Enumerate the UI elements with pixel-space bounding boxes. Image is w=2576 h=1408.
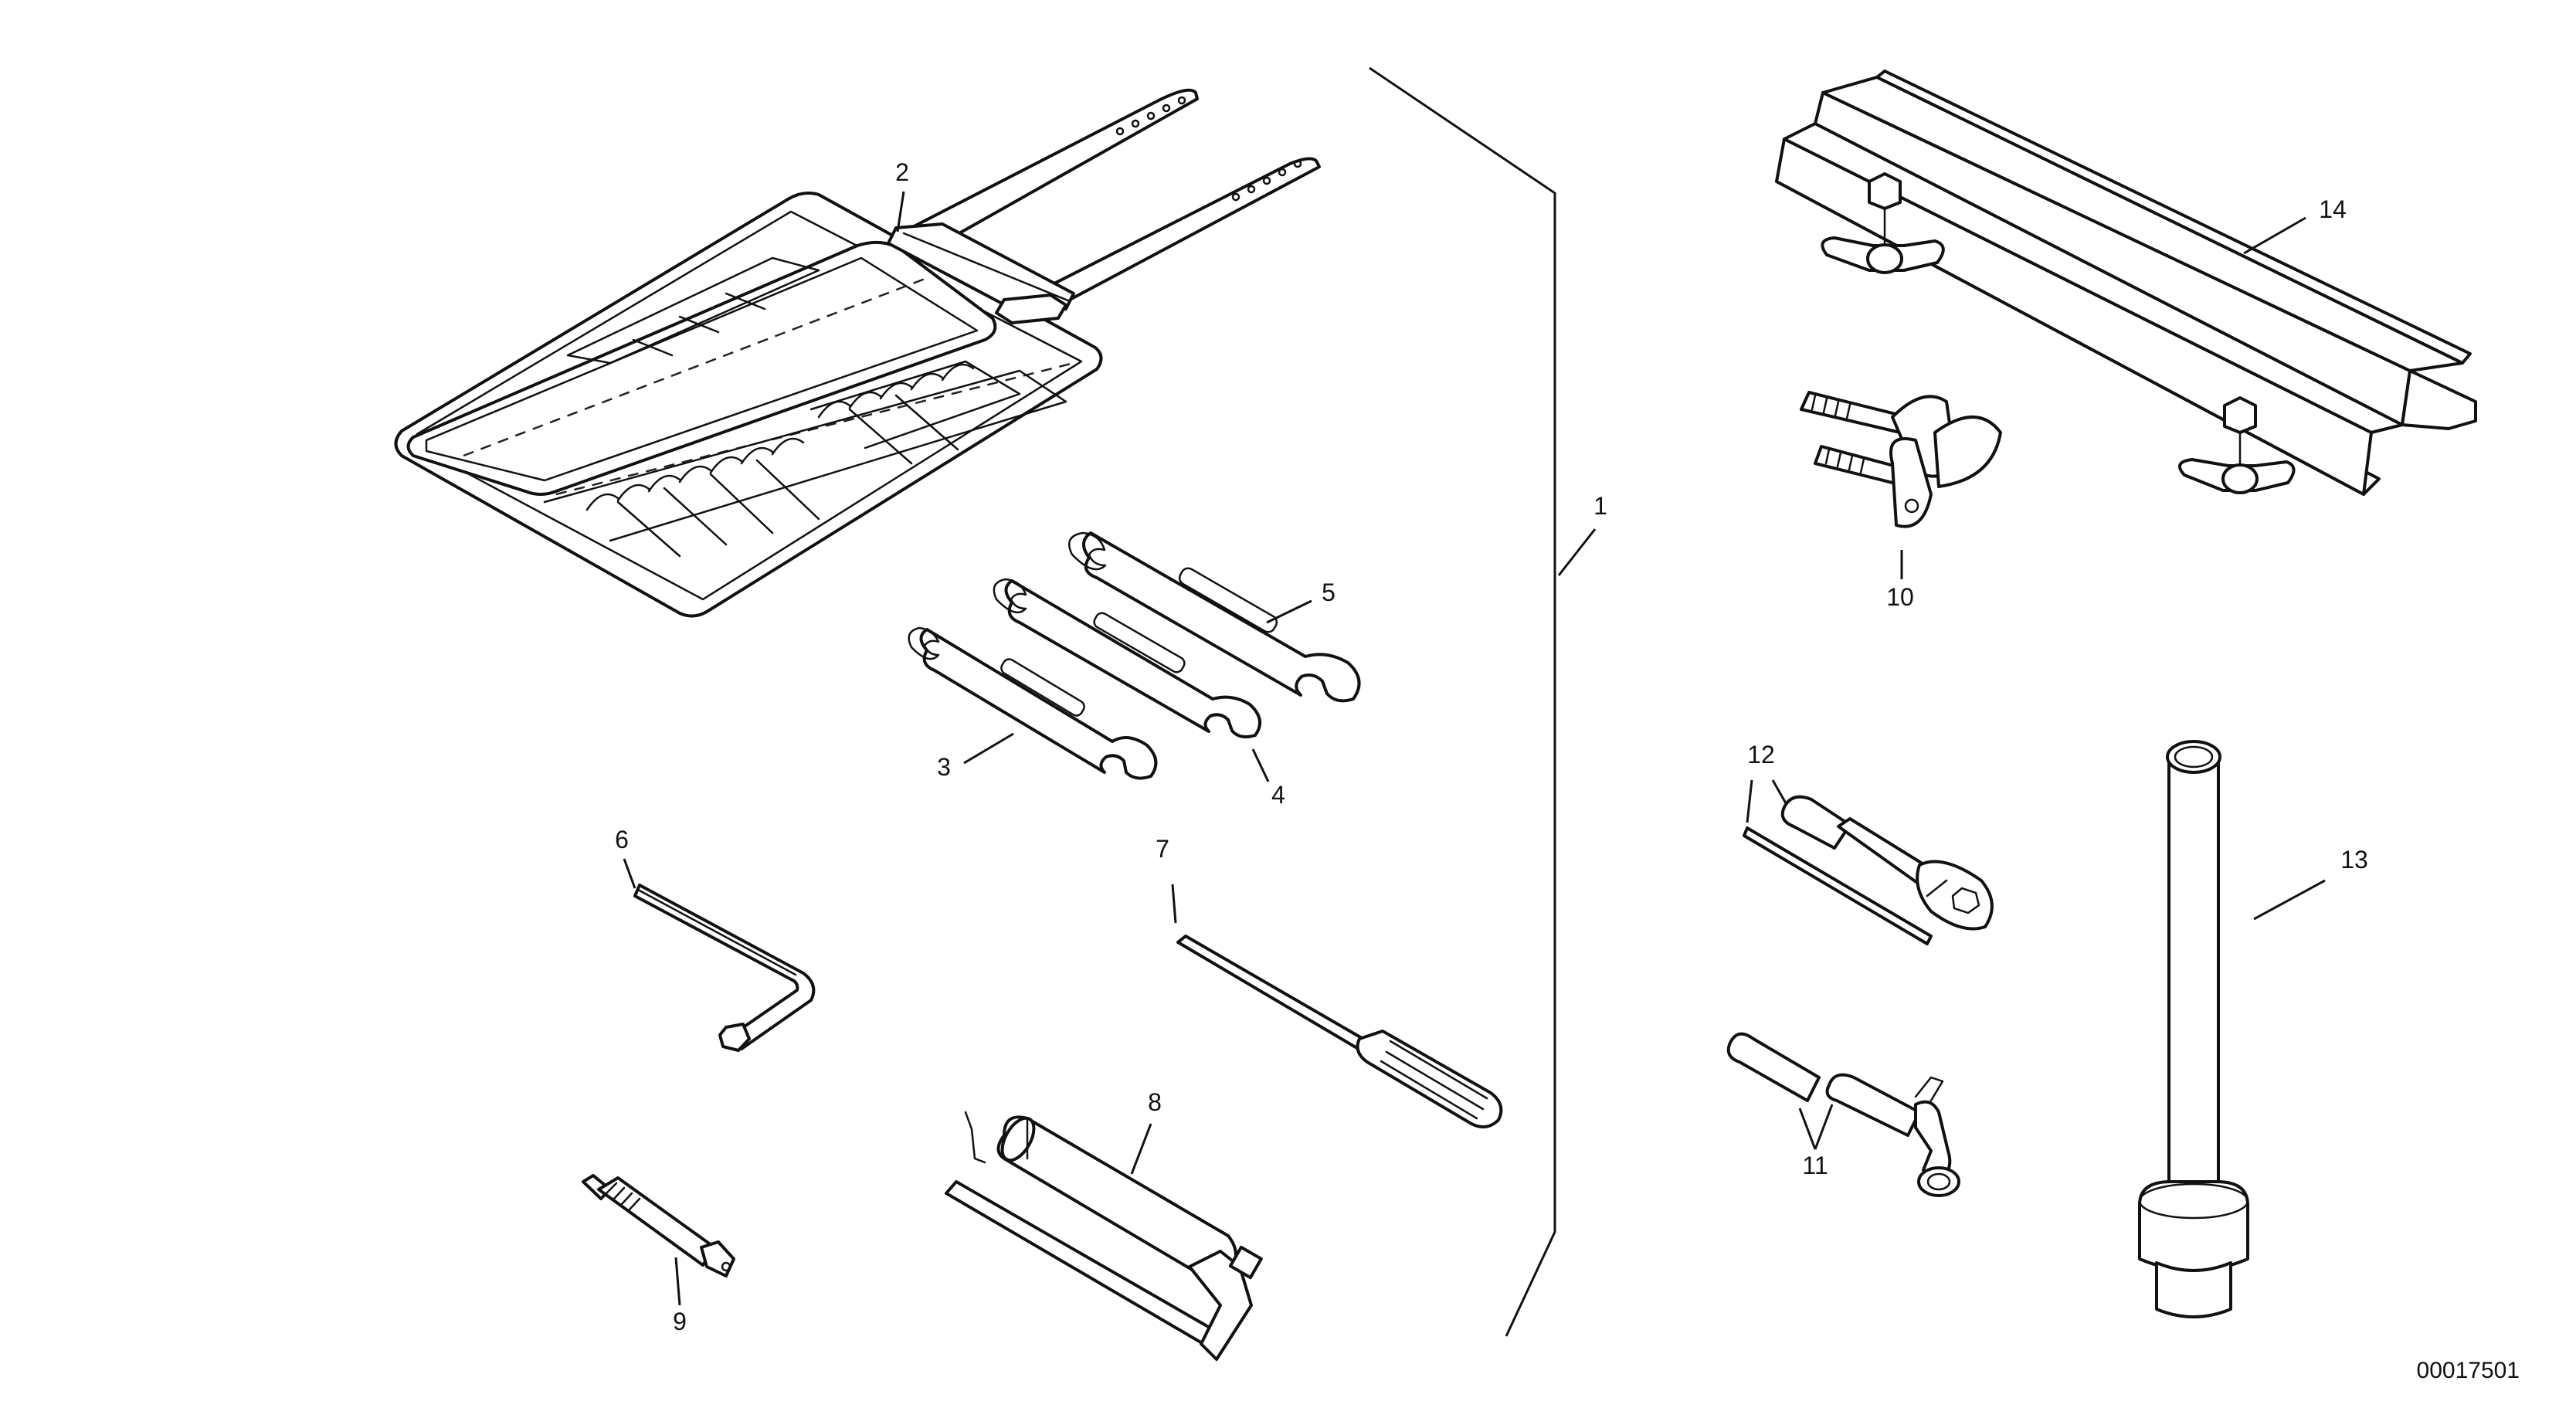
callout-7-label: 7 (1156, 835, 1169, 863)
callout-6: 6 (615, 826, 636, 889)
tool-roll-bag (394, 88, 1321, 618)
wrench-large (1068, 531, 1361, 703)
callout-11-label: 11 (1802, 1152, 1828, 1179)
socket-wrench (1743, 795, 1994, 945)
key-set (1800, 391, 2002, 528)
hose-fitting (1726, 1032, 1960, 1197)
document-id: 00017501 (2417, 1358, 2520, 1383)
callout-13: 13 (2253, 846, 2368, 921)
callout-7: 7 (1156, 835, 1177, 924)
callout-12: 12 (1746, 741, 1787, 823)
callout-2-label: 2 (895, 158, 909, 186)
callout-14: 14 (2243, 195, 2347, 255)
rail-bolt-right (2177, 396, 2296, 494)
callout-14-label: 14 (2319, 195, 2347, 223)
tube-post (2138, 740, 2249, 1318)
callout-1: 1 (1557, 492, 1607, 576)
callout-8-label: 8 (1148, 1088, 1162, 1116)
callout-8: 8 (1130, 1088, 1162, 1175)
callout-5: 5 (1266, 578, 1336, 624)
callout-9: 9 (673, 1257, 687, 1335)
callout-2: 2 (895, 158, 909, 232)
callout-13-label: 13 (2340, 846, 2368, 874)
callout-9-label: 9 (673, 1308, 687, 1335)
callout-4: 4 (1251, 748, 1285, 809)
callout-6-label: 6 (615, 826, 629, 853)
callout-10-label: 10 (1886, 583, 1914, 611)
screwdriver (1176, 935, 1503, 1128)
callout-12-label: 12 (1747, 741, 1775, 768)
callout-3: 3 (937, 732, 1014, 781)
callout-4-label: 4 (1271, 781, 1285, 809)
callout-11: 11 (1798, 1104, 1834, 1179)
callout-3-label: 3 (937, 753, 951, 781)
wrench-small (908, 626, 1158, 780)
callout-5-label: 5 (1322, 578, 1336, 606)
callout-10: 10 (1886, 550, 1914, 611)
grease-nozzle (582, 1174, 735, 1277)
grease-gun (945, 1111, 1263, 1361)
group-bracket (1369, 66, 1556, 1337)
hex-key (633, 884, 816, 1052)
callout-1-label: 1 (1593, 492, 1607, 520)
wrench-medium (993, 578, 1262, 738)
mounting-rail (1775, 70, 2477, 496)
rail-bolt-left (1821, 172, 1945, 274)
